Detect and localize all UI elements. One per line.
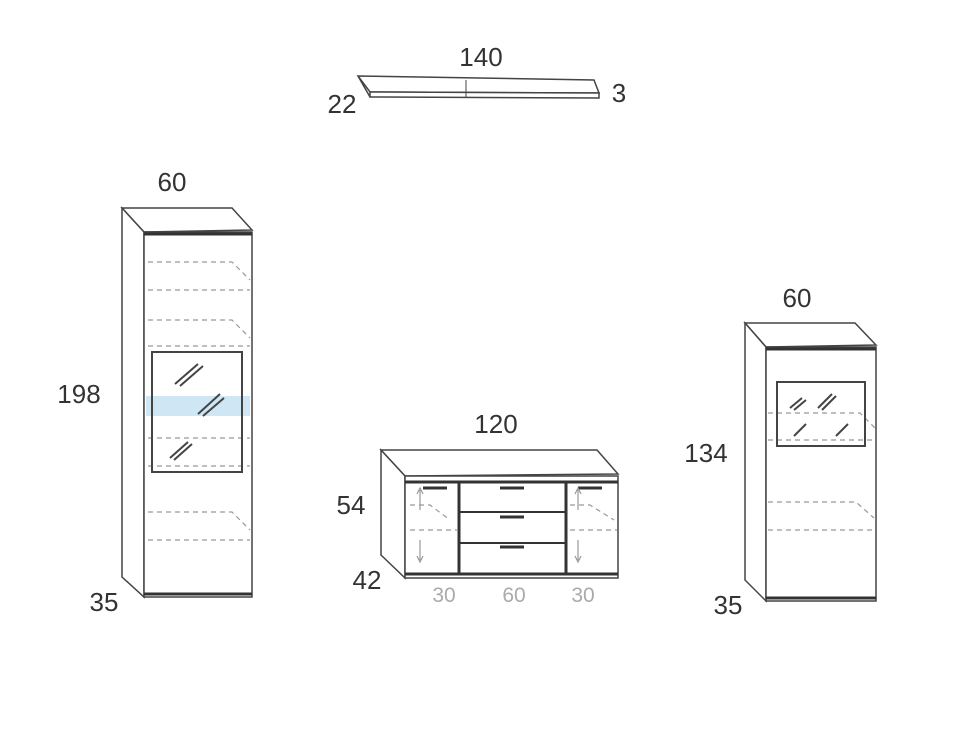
glass-door — [151, 351, 243, 473]
sideboard-width-label: 120 — [474, 409, 517, 439]
short-cabinet: 60 134 35 — [684, 283, 878, 620]
section-width-right: 30 — [571, 584, 594, 607]
short-cabinet-width-label: 60 — [783, 283, 812, 313]
section-width-left: 30 — [432, 584, 455, 607]
sideboard: 120 54 42 30 60 30 — [337, 409, 620, 607]
tall-cabinet: 60 198 35 — [57, 167, 254, 617]
shelf-thickness-label: 3 — [612, 78, 626, 108]
tall-cabinet-width-label: 60 — [158, 167, 187, 197]
glass-door — [776, 381, 866, 447]
short-cabinet-depth-label: 35 — [714, 590, 743, 620]
wall-shelf: 140 22 3 — [328, 42, 627, 119]
section-width-middle: 60 — [502, 584, 525, 607]
sideboard-depth-label: 42 — [353, 565, 382, 595]
glass-shelf-highlight — [146, 396, 250, 416]
shelf-width-label: 140 — [459, 42, 502, 72]
sideboard-height-label: 54 — [337, 490, 366, 520]
tall-cabinet-depth-label: 35 — [90, 587, 119, 617]
short-cabinet-height-label: 134 — [684, 438, 727, 468]
shelf-depth-label: 22 — [328, 89, 357, 119]
tall-cabinet-height-label: 198 — [57, 379, 100, 409]
